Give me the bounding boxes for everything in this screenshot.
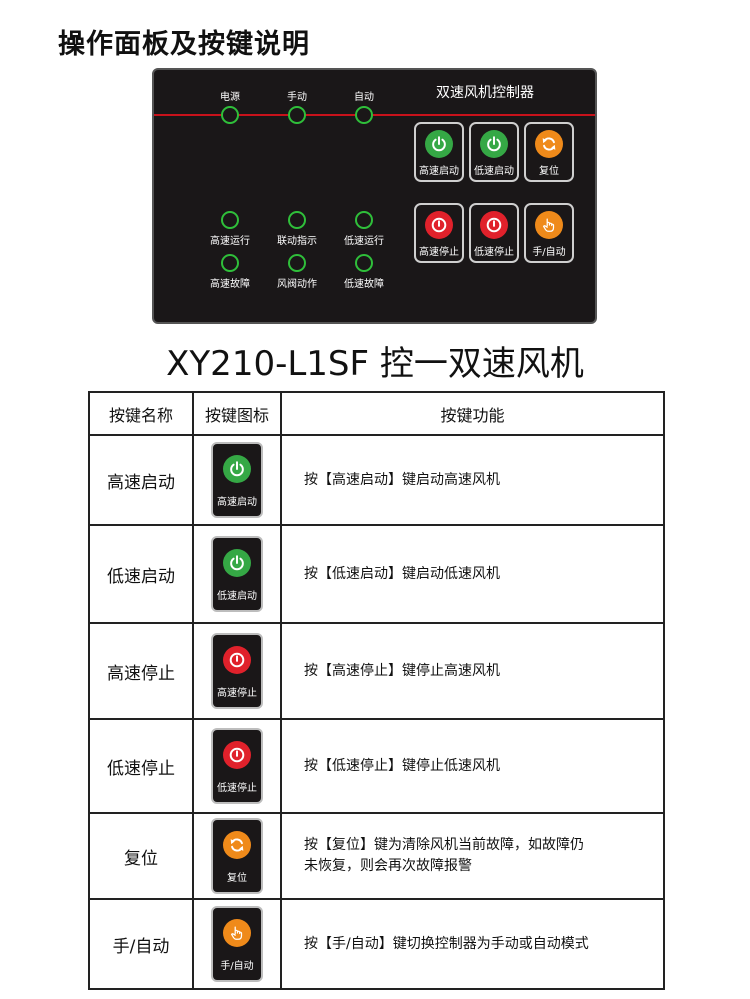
led-indicator (221, 211, 239, 229)
hand-icon (535, 211, 563, 239)
hand-icon (223, 919, 251, 947)
led-indicator (221, 254, 239, 272)
power-icon (223, 549, 251, 577)
power-icon (480, 130, 508, 158)
function-text-line: 未恢复，则会再次故障报警 (304, 858, 472, 874)
led-indicator (288, 106, 306, 124)
icon-label: 低速停止 (217, 783, 257, 794)
high-speed-stop-icon-button: 高速停止 (211, 633, 263, 709)
button-name-cell: 低速启动 (88, 524, 194, 624)
button-label: 低速停止 (474, 247, 514, 258)
high-speed-start-icon-button: 高速启动 (211, 442, 263, 518)
button-label: 高速启动 (419, 166, 459, 177)
led-label: 风阀动作 (277, 279, 317, 290)
page-title: 操作面板及按键说明 (58, 29, 310, 60)
low-speed-stop-button[interactable]: 低速停止 (469, 203, 519, 263)
led-linkage-indicator: 联动指示 (257, 211, 337, 247)
button-icon-cell: 高速启动 (192, 434, 282, 526)
led-label: 高速故障 (210, 279, 250, 290)
model-title: XY210-L1SF 控一双速风机 (166, 344, 584, 384)
low-speed-stop-icon-button: 低速停止 (211, 728, 263, 804)
led-indicator (355, 211, 373, 229)
manual-auto-button[interactable]: 手/自动 (524, 203, 574, 263)
reset-icon (535, 130, 563, 158)
led-label: 手动 (287, 92, 307, 103)
led-label: 电源 (220, 92, 240, 103)
reset-icon-button: 复位 (211, 818, 263, 894)
high-speed-stop-button[interactable]: 高速停止 (414, 203, 464, 263)
led-damper-action: 风阀动作 (257, 254, 337, 290)
stop-icon (223, 741, 251, 769)
button-name-cell: 高速启动 (88, 434, 194, 526)
led-indicator (288, 254, 306, 272)
reset-button[interactable]: 复位 (524, 122, 574, 182)
led-auto: 自动 (324, 88, 404, 124)
button-name-cell: 手/自动 (88, 898, 194, 990)
led-high-speed-fault: 高速故障 (190, 254, 270, 290)
icon-label: 高速停止 (217, 688, 257, 699)
low-speed-start-button[interactable]: 低速启动 (469, 122, 519, 182)
table-row: 低速启动 低速启动 按【低速启动】键启动低速风机 (88, 524, 665, 624)
button-function-cell: 按【高速停止】键停止高速风机 (280, 622, 665, 720)
button-icon-cell: 高速停止 (192, 622, 282, 720)
power-icon (425, 130, 453, 158)
icon-label: 高速启动 (217, 497, 257, 508)
manual-auto-icon-button: 手/自动 (211, 906, 263, 982)
table-row: 手/自动 手/自动 按【手/自动】键切换控制器为手动或自动模式 (88, 898, 665, 990)
column-header: 按键名称 (88, 391, 194, 436)
led-low-speed-fault: 低速故障 (324, 254, 404, 290)
panel-title: 双速风机控制器 (436, 85, 534, 101)
button-function-cell: 按【低速启动】键启动低速风机 (280, 524, 665, 624)
stop-icon (425, 211, 453, 239)
button-icon-cell: 低速启动 (192, 524, 282, 624)
button-icon-cell: 复位 (192, 812, 282, 900)
column-header: 按键功能 (280, 391, 665, 436)
stop-icon (480, 211, 508, 239)
function-text-line: 按【复位】键为清除风机当前故障，如故障仍 (304, 837, 584, 853)
button-name-cell: 低速停止 (88, 718, 194, 814)
led-indicator (355, 254, 373, 272)
icon-label: 低速启动 (217, 591, 257, 602)
button-name-cell: 复位 (88, 812, 194, 900)
button-label: 高速停止 (419, 247, 459, 258)
led-indicator (288, 211, 306, 229)
button-label: 手/自动 (532, 247, 566, 258)
low-speed-start-icon-button: 低速启动 (211, 536, 263, 612)
button-function-cell: 按【低速停止】键停止低速风机 (280, 718, 665, 814)
reset-icon (223, 831, 251, 859)
icon-label: 复位 (227, 873, 247, 884)
button-function-cell: 按【复位】键为清除风机当前故障，如故障仍 未恢复，则会再次故障报警 (280, 812, 665, 900)
led-manual: 手动 (257, 88, 337, 124)
led-label: 低速故障 (344, 279, 384, 290)
button-function-cell: 按【手/自动】键切换控制器为手动或自动模式 (280, 898, 665, 990)
button-icon-cell: 低速停止 (192, 718, 282, 814)
power-icon (223, 455, 251, 483)
button-name-cell: 高速停止 (88, 622, 194, 720)
button-icon-cell: 手/自动 (192, 898, 282, 990)
table-row: 高速启动 高速启动 按【高速启动】键启动高速风机 (88, 434, 665, 526)
led-power: 电源 (190, 88, 270, 124)
button-function-cell: 按【高速启动】键启动高速风机 (280, 434, 665, 526)
column-header: 按键图标 (192, 391, 282, 436)
table-row: 低速停止 低速停止 按【低速停止】键停止低速风机 (88, 718, 665, 814)
icon-label: 手/自动 (220, 961, 254, 972)
led-label: 高速运行 (210, 236, 250, 247)
table-row: 复位 复位 按【复位】键为清除风机当前故障，如故障仍 未恢复，则会再次故障报警 (88, 812, 665, 900)
led-indicator (221, 106, 239, 124)
led-label: 联动指示 (277, 236, 317, 247)
led-indicator (355, 106, 373, 124)
led-label: 低速运行 (344, 236, 384, 247)
control-panel: 双速风机控制器 电源 手动 自动 高速运行 联动指示 低速运行 高速故障 风阀动… (152, 68, 597, 324)
stop-icon (223, 646, 251, 674)
button-label: 低速启动 (474, 166, 514, 177)
led-high-speed-running: 高速运行 (190, 211, 270, 247)
button-label: 复位 (539, 166, 559, 177)
high-speed-start-button[interactable]: 高速启动 (414, 122, 464, 182)
panel-divider-line (154, 114, 595, 116)
led-low-speed-running: 低速运行 (324, 211, 404, 247)
table-row: 高速停止 高速停止 按【高速停止】键停止高速风机 (88, 622, 665, 720)
button-description-table: 按键名称 按键图标 按键功能 高速启动 高速启动 按【高速启动】键启动高速风机 … (88, 391, 665, 990)
table-header-row: 按键名称 按键图标 按键功能 (88, 391, 665, 436)
led-label: 自动 (354, 92, 374, 103)
